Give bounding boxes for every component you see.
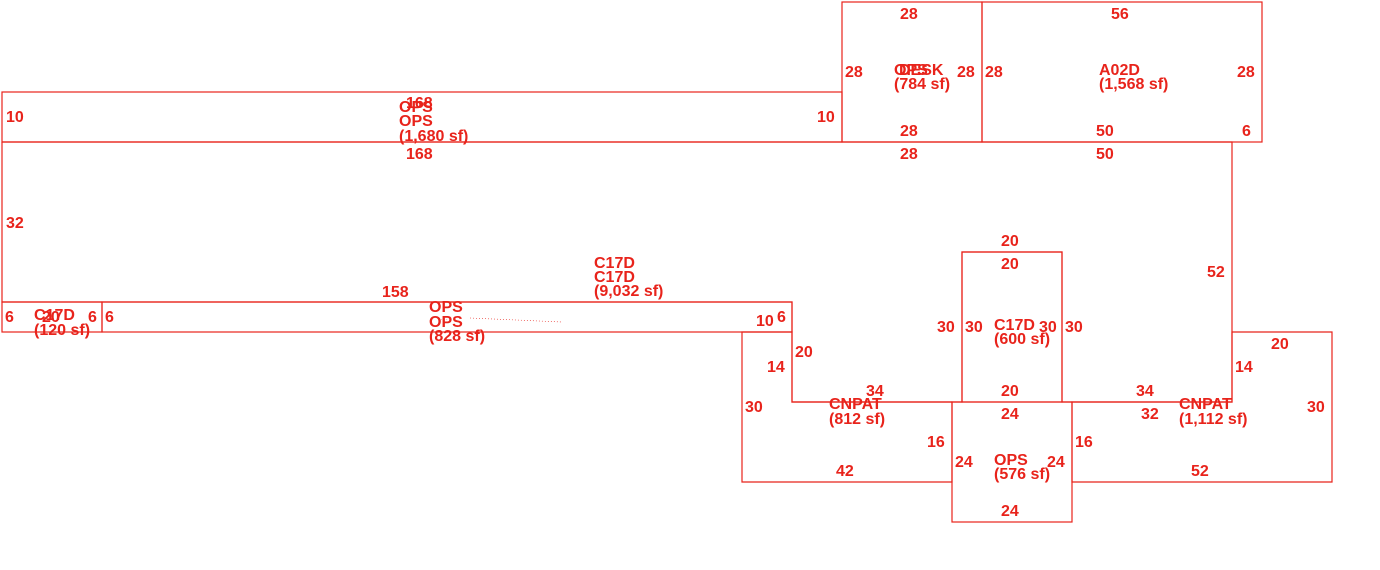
leader-line	[469, 317, 563, 323]
room-mid-strip-name-1: OPS	[399, 99, 433, 116]
dim-top-a-right: 28	[957, 64, 975, 81]
dim-ops-bottom: 24	[1001, 503, 1019, 520]
room-cnpat-left-area: (812 sf)	[829, 411, 885, 428]
room-top-a-name-1: OPS	[894, 62, 928, 79]
dim-c17d-left-outer: 30	[937, 319, 955, 336]
room-top-a-name-2: DESK	[899, 62, 944, 79]
dim-main-bottom: 158	[382, 284, 409, 301]
dim-strip-left-b: 6	[88, 309, 97, 326]
room-mid-strip-area: (1,680 sf)	[399, 128, 468, 145]
room-ops-box-area: (576 sf)	[994, 466, 1050, 483]
room-top-b-area: (1,568 sf)	[1099, 76, 1168, 93]
room-top-a-area: (784 sf)	[894, 76, 950, 93]
room-cnpat-right-name: CNPAT	[1179, 396, 1232, 413]
dim-mid-strip-right: 10	[817, 109, 835, 126]
room-strip-name-1: OPS	[429, 299, 463, 316]
dim-ops-left: 24	[955, 454, 973, 471]
room-mid-strip-name-2: OPS	[399, 113, 433, 130]
room-c17d-box-area: (600 sf)	[994, 331, 1050, 348]
room-small-name-2: 20	[42, 309, 60, 326]
dim-cnpat-right-bottom: 52	[1191, 463, 1209, 480]
room-top-b-name: A02D	[1099, 62, 1140, 79]
dim-cnpat-left-notch: 14	[767, 359, 785, 376]
dim-cnpat-left-bottom: 42	[836, 463, 854, 480]
dim-cnpat-left-right: 16	[927, 434, 945, 451]
dim-main-top-right: 50	[1096, 146, 1114, 163]
dim-main-top-left: 168	[406, 146, 433, 163]
room-main-name-2: C17D	[594, 269, 635, 286]
dim-cnpat-right-top: 34	[1136, 383, 1154, 400]
room-strip-name-2: OPS	[429, 314, 463, 331]
dim-mid-strip-left: 10	[6, 109, 24, 126]
room-ops-box-name: OPS	[994, 452, 1028, 469]
dim-cnpat-left-step: 20	[795, 344, 813, 361]
dim-cnpat-right-right: 30	[1307, 399, 1325, 416]
dim-c17d-right-outer: 30	[1065, 319, 1083, 336]
dim-c17d-right-inner: 30	[1039, 319, 1057, 336]
dim-strip-left-c: 6	[105, 309, 114, 326]
dim-ops-right: 24	[1047, 454, 1065, 471]
dim-c17d-bottom: 20	[1001, 383, 1019, 400]
dim-cnpat-right-step: 20	[1271, 336, 1289, 353]
room-c17d-box-name: C17D	[994, 317, 1035, 334]
dim-main-right: 52	[1207, 264, 1225, 281]
dim-strip-left-a: 6	[5, 309, 14, 326]
dim-ops-top: 24	[1001, 406, 1019, 423]
dim-top-b-right: 28	[1237, 64, 1255, 81]
dim-main-top-mid: 28	[900, 146, 918, 163]
dim-cnpat-left-top: 34	[866, 383, 884, 400]
room-small-area: (120 sf)	[34, 322, 90, 339]
dim-strip-right-a: 10	[756, 313, 774, 330]
dim-strip-right-b: 6	[777, 309, 786, 326]
room-main-name-1: C17D	[594, 255, 635, 272]
dim-cnpat-right-left: 16	[1075, 434, 1093, 451]
dim-cnpat-right-notch: 14	[1235, 359, 1253, 376]
dim-c17d-left-inner: 30	[965, 319, 983, 336]
room-main-area: (9,032 sf)	[594, 283, 663, 300]
room-ops-box-outline[interactable]	[951, 401, 1073, 523]
dim-top-a-bottom: 28	[900, 123, 918, 140]
room-small-name-1: C17D	[34, 307, 75, 324]
room-cnpat-left-name: CNPAT	[829, 396, 882, 413]
room-strip-outline[interactable]	[101, 301, 793, 333]
ghost-text-mark: ···	[440, 315, 448, 324]
dim-top-b-step: 6	[1242, 123, 1251, 140]
dim-mid-strip-top: 168	[406, 95, 433, 112]
dim-top-a-top: 28	[900, 6, 918, 23]
dim-cnpat-right-inner: 32	[1141, 406, 1159, 423]
dim-cnpat-left-outer: 30	[745, 399, 763, 416]
room-strip-area: (828 sf)	[429, 328, 485, 345]
dim-top-a-left: 28	[845, 64, 863, 81]
room-cnpat-right-area: (1,112 sf)	[1179, 411, 1247, 428]
dim-c17d-top-inner: 20	[1001, 256, 1019, 273]
dim-main-left: 32	[6, 215, 24, 232]
dim-top-b-top: 56	[1111, 6, 1129, 23]
dim-c17d-top-outer: 20	[1001, 233, 1019, 250]
dim-top-b-left: 28	[985, 64, 1003, 81]
dim-top-b-bottom: 50	[1096, 123, 1114, 140]
